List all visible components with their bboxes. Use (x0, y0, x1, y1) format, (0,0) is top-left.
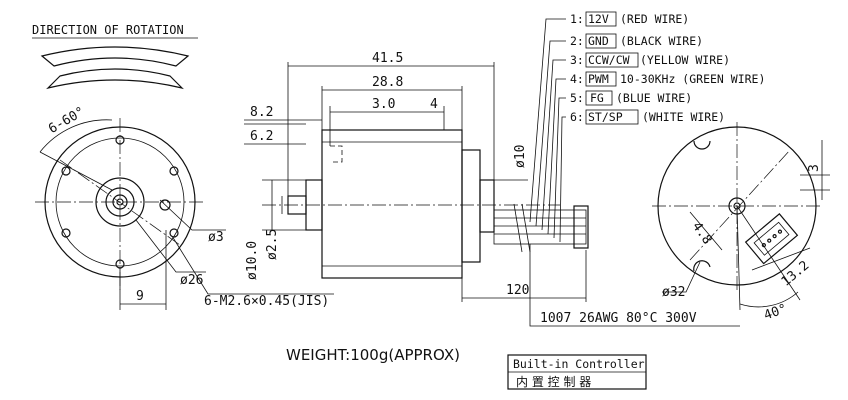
mount-hole (61, 166, 71, 176)
wire-code: PWM (588, 72, 609, 86)
rear-view: 3 4.8 13.2 ø32 40° (652, 122, 830, 324)
motor-body (321, 129, 463, 279)
wire-number: 3: (570, 53, 584, 67)
cable-spec-label: 1007 26AWG 80°C 300V (540, 311, 697, 326)
rotation-arrow-bottom-icon (46, 68, 184, 90)
wire-code: CCW/CW (588, 53, 630, 67)
wire-description: (WHITE WIRE) (642, 110, 725, 124)
offset-dimension: 9 (136, 289, 144, 304)
hole-dia-dimension: ø3 (208, 230, 224, 245)
body-length-dimension: 28.8 (372, 75, 403, 90)
wire-description: (YELLOW WIRE) (640, 53, 730, 67)
wire-description: 10-30KHz (GREEN WIRE) (620, 72, 765, 86)
wire-row: 2: GND (BLACK WIRE) (570, 33, 703, 49)
rear-dim-3: 3 (807, 164, 822, 172)
mount-hole (169, 166, 179, 176)
wire-description: (BLACK WIRE) (620, 34, 703, 48)
wire-description: (BLUE WIRE) (616, 91, 692, 105)
mount-hole (61, 228, 71, 238)
cable-bundle (493, 209, 587, 245)
dia-10-dimension: ø10.0 (245, 241, 260, 280)
wire-number: 4: (570, 72, 584, 86)
cable-length-dimension: 120 (506, 283, 529, 298)
rotation-label: DIRECTION OF ROTATION (32, 23, 184, 37)
front-view: 6-60° ø3 ø26 9 6-M2.6×0.45(JIS) (35, 104, 334, 310)
length-6-2-dimension: 6.2 (250, 129, 273, 144)
wire-number: 1: (570, 12, 584, 26)
mount-hole (169, 228, 179, 238)
weight-label: WEIGHT:100g(APPROX) (286, 346, 460, 364)
wire-row: 4: PWM 10-30KHz (GREEN WIRE) (570, 71, 765, 87)
length-8-2-dimension: 8.2 (250, 105, 273, 120)
wire-code: GND (588, 34, 609, 48)
wire-row: 3: CCW/CW (YELLOW WIRE) (570, 52, 730, 68)
wire-code: FG (590, 91, 604, 105)
rotation-arrow-top-icon (40, 46, 190, 67)
rear-dim-4-8: 4.8 (689, 219, 715, 247)
wire-code: ST/SP (588, 110, 623, 124)
rotation-indicator: DIRECTION OF ROTATION (32, 23, 198, 90)
dia-10-right-dimension: ø10 (513, 145, 528, 168)
wire-row: 6: ST/SP (WHITE WIRE) (570, 109, 725, 125)
rear-connector (744, 213, 799, 265)
wire-code: 12V (588, 12, 609, 26)
controller-label-en: Built-in Controller (513, 357, 645, 371)
dia-2-5-dimension: ø2.5 (265, 229, 280, 260)
total-length-dimension: 41.5 (372, 51, 403, 66)
connector (573, 205, 589, 249)
rear-dim-13-2: 13.2 (779, 258, 813, 290)
rear-angle-40: 40° (762, 301, 789, 323)
thread-dimension: 6-M2.6×0.45(JIS) (204, 294, 329, 309)
wire-description: (RED WIRE) (620, 12, 689, 26)
wire-number: 5: (570, 91, 584, 105)
wire-legend: 1: 12V (RED WIRE) 2: GND (BLACK WIRE) 3:… (529, 11, 765, 243)
rear-dia-32: ø32 (662, 285, 685, 300)
length-3-dimension: 3.0 (372, 97, 395, 112)
wire-row: 5: FG (BLUE WIRE) (570, 90, 692, 106)
angle-dimension: 6-60° (46, 104, 87, 137)
wire-row: 1: 12V (RED WIRE) (570, 11, 689, 27)
side-view: 41.5 28.8 3.0 4 8.2 6.2 ø10.0 ø2.5 ø10 (244, 51, 740, 327)
length-4-dimension: 4 (430, 97, 438, 112)
controller-label-cn: 内 置 控 制 器 (516, 375, 591, 389)
controller-box: Built-in Controller 内 置 控 制 器 (507, 354, 647, 390)
wire-number: 2: (570, 34, 584, 48)
wire-number: 6: (570, 110, 584, 124)
